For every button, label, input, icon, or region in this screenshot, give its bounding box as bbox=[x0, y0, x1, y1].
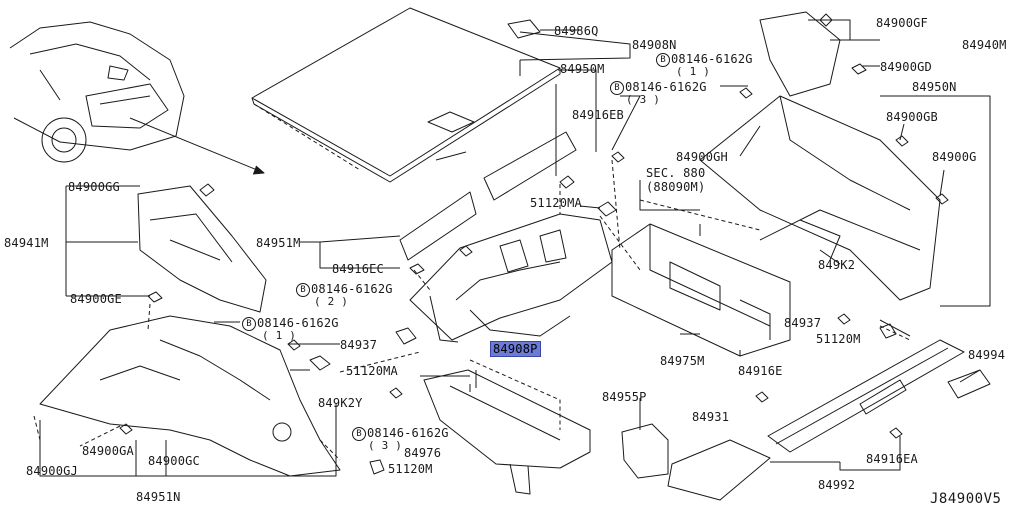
label-84900GA: 84900GA bbox=[82, 444, 134, 458]
clip-icon bbox=[119, 13, 949, 475]
label-84950M: 84950M bbox=[560, 62, 605, 76]
label-84951N: 84951N bbox=[136, 490, 181, 504]
label-84937-left: 84937 bbox=[340, 338, 378, 352]
label-84975M: 84975M bbox=[660, 354, 705, 368]
bolt-symbol-icon: B bbox=[352, 426, 366, 441]
part-84955P bbox=[621, 423, 669, 479]
bolt-symbol-icon: B bbox=[242, 316, 256, 331]
bolt-3-qty: ( 2 ) bbox=[314, 295, 349, 308]
bolt-5-qty: ( 3 ) bbox=[368, 439, 403, 452]
label-84900GG: 84900GG bbox=[68, 180, 120, 194]
part-84976 bbox=[423, 369, 591, 495]
label-84900GC: 84900GC bbox=[148, 454, 200, 468]
label-84992: 84992 bbox=[818, 478, 856, 492]
bolt-symbol-icon: B bbox=[656, 52, 670, 67]
label-84941M: 84941M bbox=[4, 236, 49, 250]
bolt-symbol-icon: B bbox=[610, 80, 624, 95]
part-84975M bbox=[611, 223, 791, 357]
label-84955P: 84955P bbox=[602, 390, 647, 404]
bolt-2-qty: ( 3 ) bbox=[626, 93, 661, 106]
label-84976: 84976 bbox=[404, 446, 442, 460]
part-84986Q bbox=[507, 19, 541, 39]
part-84908N-board bbox=[251, 7, 561, 183]
label-84900GF: 84900GF bbox=[876, 16, 928, 30]
label-51120MA-top: 51120MA bbox=[530, 196, 582, 210]
bolt-4-qty: ( 1 ) bbox=[262, 329, 297, 342]
part-84951N bbox=[39, 315, 341, 477]
bolt-symbol-icon: B bbox=[296, 282, 310, 297]
label-84950N: 84950N bbox=[912, 80, 957, 94]
label-84900GD: 84900GD bbox=[880, 60, 932, 74]
part-84931 bbox=[667, 439, 771, 501]
label-849K2Y: 849K2Y bbox=[318, 396, 363, 410]
label-84908N: 84908N bbox=[632, 38, 677, 52]
part-84908P bbox=[409, 213, 613, 343]
label-84931: 84931 bbox=[692, 410, 730, 424]
leader-arrow bbox=[129, 117, 263, 173]
label-51120M-bottom: 51120M bbox=[388, 462, 433, 476]
label-84900GB: 84900GB bbox=[886, 110, 938, 124]
vehicle-icon bbox=[9, 21, 185, 163]
label-84916EA: 84916EA bbox=[866, 452, 918, 466]
label-sec-880-ref: (88090M) bbox=[646, 180, 706, 194]
part-84994 bbox=[947, 369, 991, 399]
leader-lines bbox=[39, 19, 991, 477]
label-84951M: 84951M bbox=[256, 236, 301, 250]
label-84916EC: 84916EC bbox=[332, 262, 384, 276]
diagram-code: J84900V5 bbox=[930, 491, 1002, 507]
label-849K2-right: 849K2 bbox=[818, 258, 856, 272]
label-84900G: 84900G bbox=[932, 150, 977, 164]
label-sec-880: SEC. 880 bbox=[646, 166, 706, 180]
bolt-1-qty: ( 1 ) bbox=[676, 65, 711, 78]
label-84916E: 84916E bbox=[738, 364, 783, 378]
label-51120MA-bottom: 51120MA bbox=[346, 364, 398, 378]
label-84908P-highlighted[interactable]: 84908P bbox=[490, 341, 541, 357]
label-84940M: 84940M bbox=[962, 38, 1007, 52]
label-84986Q: 84986Q bbox=[554, 24, 599, 38]
label-51120M-right: 51120M bbox=[816, 332, 861, 346]
label-84916EB: 84916EB bbox=[572, 108, 624, 122]
label-84994: 84994 bbox=[968, 348, 1006, 362]
dashed-leaders bbox=[33, 103, 911, 461]
label-84937-right: 84937 bbox=[784, 316, 822, 330]
label-84900GH: 84900GH bbox=[676, 150, 728, 164]
part-84940M bbox=[759, 11, 841, 97]
label-84900GJ: 84900GJ bbox=[26, 464, 78, 478]
label-84900GE: 84900GE bbox=[70, 292, 122, 306]
part-84941M bbox=[137, 185, 267, 313]
part-84992 bbox=[767, 339, 965, 453]
part-84950N bbox=[699, 95, 941, 301]
